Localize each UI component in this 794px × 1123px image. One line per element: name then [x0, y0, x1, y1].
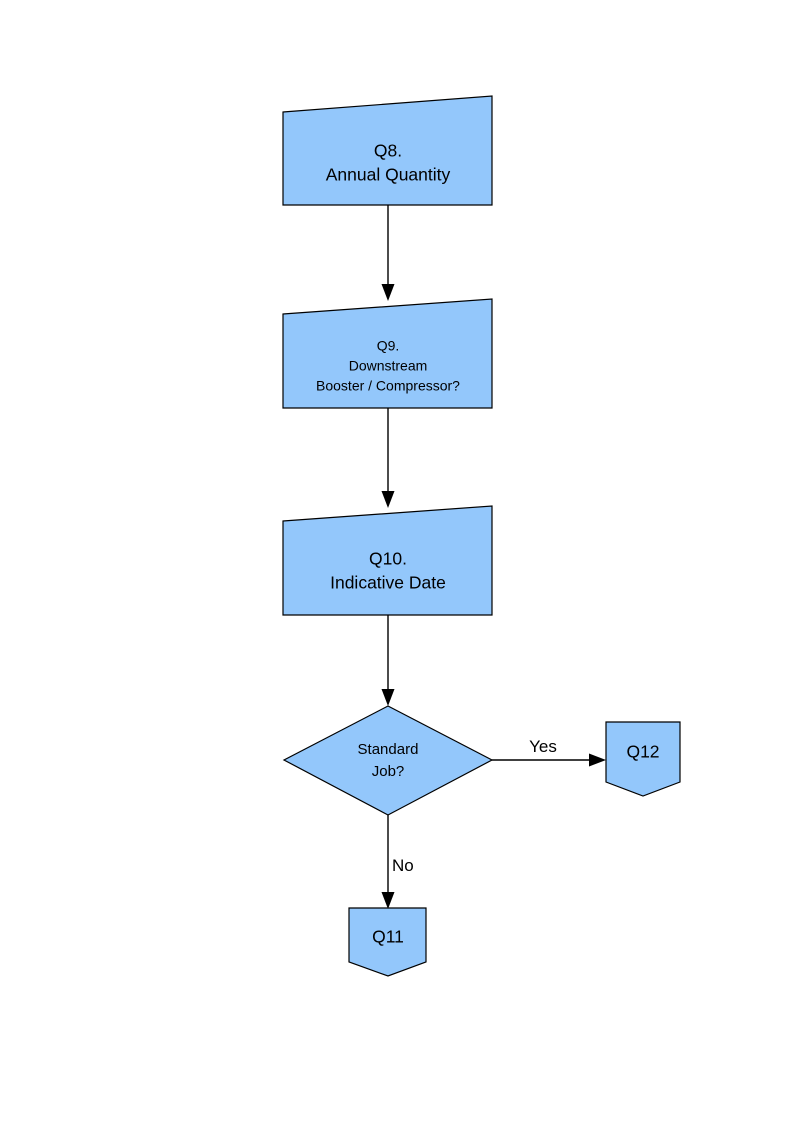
- node-q9-shape[interactable]: [282, 298, 493, 409]
- node-q8[interactable]: Q8. Annual Quantity: [282, 95, 493, 206]
- edge-decision-to-q11: No: [381, 815, 414, 909]
- node-q12-shape[interactable]: [605, 721, 681, 797]
- node-q11[interactable]: Q11: [348, 907, 427, 977]
- edge-q8-to-q9-arrowhead: [381, 284, 395, 301]
- node-q12[interactable]: Q12: [605, 721, 681, 797]
- edge-decision-to-q12-arrowhead: [589, 753, 606, 767]
- edge-label-yes: Yes: [529, 737, 557, 756]
- edge-label-no: No: [392, 856, 414, 875]
- node-q8-label-line1: Q8.: [374, 141, 402, 161]
- edge-q8-to-q9: [381, 205, 395, 301]
- node-decision-standard-job[interactable]: Standard Job?: [282, 705, 494, 816]
- edge-q9-to-q10-arrowhead: [381, 491, 395, 508]
- node-q11-shape[interactable]: [348, 907, 427, 977]
- node-q12-label: Q12: [626, 742, 659, 762]
- node-q8-label-line2: Annual Quantity: [326, 165, 451, 185]
- node-decision-label-line1: Standard: [358, 741, 419, 758]
- edge-q9-to-q10: [381, 408, 395, 508]
- node-q9-label-line1: Q9.: [377, 338, 400, 354]
- node-q8-shape[interactable]: [282, 95, 493, 206]
- edge-q10-to-decision-arrowhead: [381, 689, 395, 706]
- node-q10-label-line2: Indicative Date: [330, 573, 446, 593]
- node-q10[interactable]: Q10. Indicative Date: [282, 505, 493, 616]
- node-q10-label-line1: Q10.: [369, 549, 407, 569]
- node-q9-label-line3: Booster / Compressor?: [316, 378, 460, 394]
- node-decision-label-line2: Job?: [372, 763, 405, 780]
- node-q9-label-line2: Downstream: [349, 358, 428, 374]
- edge-q10-to-decision: [381, 615, 395, 706]
- node-q9[interactable]: Q9. Downstream Booster / Compressor?: [282, 298, 493, 409]
- node-decision-shape[interactable]: [282, 705, 494, 816]
- node-q10-shape[interactable]: [282, 505, 493, 616]
- node-q11-label: Q11: [372, 927, 404, 947]
- edge-decision-to-q11-arrowhead: [381, 892, 395, 909]
- edge-decision-to-q12: Yes: [492, 737, 606, 767]
